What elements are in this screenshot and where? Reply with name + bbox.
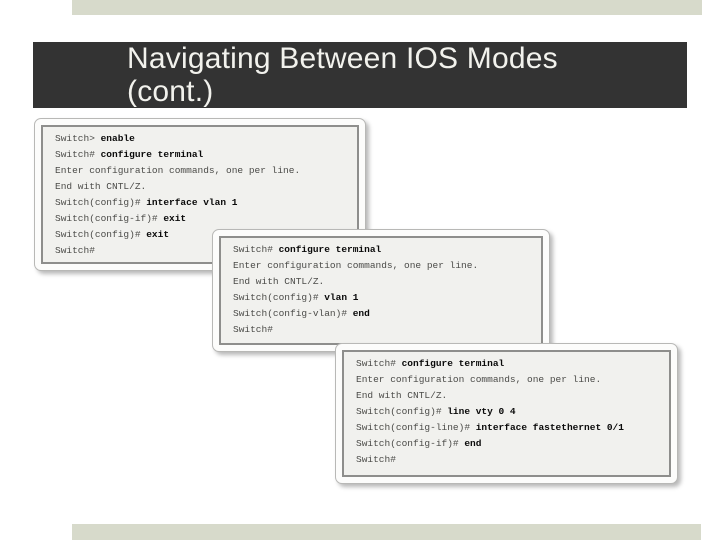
terminal-line: Switch(config)# interface vlan 1: [55, 195, 345, 211]
ios-prompt-text: Switch(config)#: [55, 229, 147, 240]
slide-title: Navigating Between IOS Modes (cont.): [127, 42, 558, 108]
ios-command-text: end: [352, 308, 370, 319]
terminal-line: Switch#: [356, 452, 657, 468]
terminal-line: Enter configuration commands, one per li…: [233, 258, 529, 274]
terminal-line: End with CNTL/Z.: [55, 179, 345, 195]
ios-prompt-text: Switch>: [55, 133, 101, 144]
ios-prompt-text: Switch#: [356, 358, 402, 369]
ios-prompt-text: Switch#: [356, 454, 396, 465]
ios-prompt-text: End with CNTL/Z.: [55, 181, 147, 192]
ios-command-text: end: [464, 438, 482, 449]
slide-title-line-1: Navigating Between IOS Modes: [127, 42, 558, 75]
ios-command-text: interface vlan 1: [146, 197, 238, 208]
top-accent-bar: [72, 0, 702, 15]
ios-prompt-text: Switch(config-vlan)#: [233, 308, 353, 319]
terminal-line: Switch(config-if)# end: [356, 436, 657, 452]
ios-command-text: enable: [100, 133, 135, 144]
ios-prompt-text: End with CNTL/Z.: [356, 390, 448, 401]
ios-command-text: interface fastethernet 0/1: [475, 422, 624, 433]
ios-command-text: configure terminal: [401, 358, 505, 369]
terminal-line: Switch(config)# vlan 1: [233, 290, 529, 306]
slide-title-line-2: (cont.): [127, 75, 214, 108]
terminal-line: Switch#: [55, 243, 345, 259]
ios-prompt-text: Switch#: [55, 245, 95, 256]
bottom-accent-bar: [72, 524, 701, 540]
ios-prompt-text: Enter configuration commands, one per li…: [55, 165, 301, 176]
terminal-line: Switch#: [233, 322, 529, 338]
ios-prompt-text: Enter configuration commands, one per li…: [356, 374, 602, 385]
ios-prompt-text: Switch(config-if)#: [356, 438, 465, 449]
terminal-line: Switch(config)# line vty 0 4: [356, 404, 657, 420]
terminal-line: Enter configuration commands, one per li…: [55, 163, 345, 179]
ios-command-text: line vty 0 4: [447, 406, 516, 417]
ios-prompt-text: Switch#: [233, 244, 279, 255]
slide-title-bar: Navigating Between IOS Modes (cont.): [33, 42, 687, 108]
terminal-line: Switch# configure terminal: [233, 242, 529, 258]
terminal-line: Switch# configure terminal: [55, 147, 345, 163]
terminal-line: Switch> enable: [55, 131, 345, 147]
terminal-line: Switch# configure terminal: [356, 356, 657, 372]
ios-prompt-text: Switch(config)#: [356, 406, 448, 417]
ios-prompt-text: Switch(config-if)#: [55, 213, 164, 224]
ios-prompt-text: Enter configuration commands, one per li…: [233, 260, 479, 271]
ios-prompt-text: End with CNTL/Z.: [233, 276, 325, 287]
terminal-line: Switch(config)# exit: [55, 227, 345, 243]
ios-command-text: exit: [146, 229, 170, 240]
ios-prompt-text: Switch#: [233, 324, 273, 335]
terminal-line: Switch(config-if)# exit: [55, 211, 345, 227]
terminal-line: End with CNTL/Z.: [356, 388, 657, 404]
ios-prompt-text: Switch(config)#: [55, 197, 147, 208]
terminal-line: End with CNTL/Z.: [233, 274, 529, 290]
ios-command-text: configure terminal: [100, 149, 204, 160]
ios-command-text: vlan 1: [324, 292, 359, 303]
terminal-line: Switch(config-line)# interface fastether…: [356, 420, 657, 436]
ios-prompt-text: Switch(config-line)#: [356, 422, 476, 433]
ios-prompt-text: Switch#: [55, 149, 101, 160]
terminal-line: Enter configuration commands, one per li…: [356, 372, 657, 388]
ios-prompt-text: Switch(config)#: [233, 292, 325, 303]
ios-command-text: exit: [163, 213, 187, 224]
terminal-line: Switch(config-vlan)# end: [233, 306, 529, 322]
ios-command-text: configure terminal: [278, 244, 382, 255]
